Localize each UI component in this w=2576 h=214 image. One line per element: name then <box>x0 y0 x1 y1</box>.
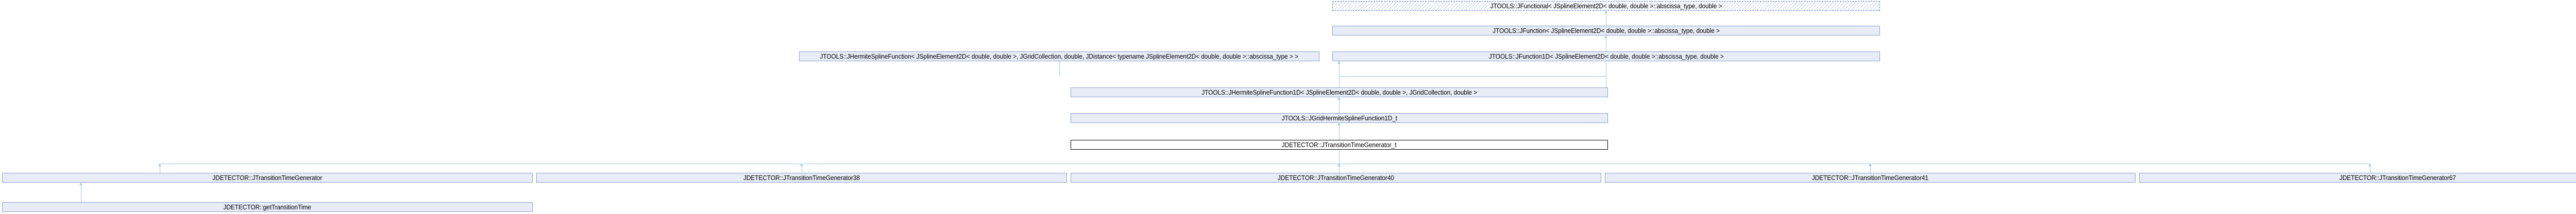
inheritance-arrow-icon <box>2368 164 2371 166</box>
inheritance-arrow-icon <box>1604 35 1607 38</box>
class-node-label: JDETECTOR::JTransitionTimeGenerator67 <box>2339 174 2456 182</box>
class-node-n5[interactable]: JTOOLS::JGridHermiteSplineFunction1D_t <box>1071 113 1608 123</box>
inheritance-arrow-icon <box>158 164 161 166</box>
class-node-n4[interactable]: JTOOLS::JHermiteSplineFunction1D< JSplin… <box>1071 87 1608 97</box>
class-node-n9[interactable]: JDETECTOR::JTransitionTimeGenerator40 <box>1071 173 1601 183</box>
class-node-n10[interactable]: JDETECTOR::JTransitionTimeGenerator41 <box>1605 173 2136 183</box>
class-node-label: JDETECTOR::JTransitionTimeGenerator_t <box>1282 141 1397 149</box>
inheritance-edge <box>1339 76 1606 77</box>
inheritance-arrow-icon <box>1337 123 1341 126</box>
class-node-label: JTOOLS::JHermiteSplineFunction1D< JSplin… <box>1201 88 1477 96</box>
inheritance-edge <box>1339 150 1340 164</box>
class-node-n11[interactable]: JDETECTOR::JTransitionTimeGenerator67 <box>2139 173 2576 183</box>
inheritance-arrow-icon <box>1604 11 1607 13</box>
class-node-label: JTOOLS::JFunction1D< JSplineElement2D< d… <box>1488 52 1724 60</box>
class-node-n3[interactable]: JTOOLS::JFunction1D< JSplineElement2D< d… <box>1332 51 1880 61</box>
inheritance-arrow-icon <box>1337 97 1341 100</box>
class-node-n6[interactable]: JDETECTOR::JTransitionTimeGenerator_t <box>1071 140 1608 150</box>
inheritance-arrow-icon <box>1337 164 1341 166</box>
class-node-label: JTOOLS::JHermiteSplineFunction< JSplineE… <box>820 52 1299 60</box>
class-node-n0[interactable]: JTOOLS::JFunctional< JSplineElement2D< d… <box>1332 1 1880 11</box>
inheritance-arrow-icon <box>79 183 82 185</box>
class-node-label: JDETECTOR::JTransitionTimeGenerator41 <box>1811 174 1929 182</box>
class-node-n2[interactable]: JTOOLS::JHermiteSplineFunction< JSplineE… <box>799 51 1319 61</box>
inheritance-edge <box>1870 164 1871 173</box>
class-node-label: JDETECTOR::JTransitionTimeGenerator <box>212 174 323 182</box>
class-node-label: JDETECTOR::JTransitionTimeGenerator38 <box>743 174 860 182</box>
class-node-label: JTOOLS::JFunctional< JSplineElement2D< d… <box>1490 2 1722 10</box>
inheritance-edge <box>1339 123 1340 140</box>
class-node-n1[interactable]: JTOOLS::JFunction< JSplineElement2D< dou… <box>1332 26 1880 35</box>
class-node-n13[interactable]: JDETECTOR::getTransitionTime <box>2 202 533 212</box>
inheritance-arrow-icon <box>800 164 803 166</box>
inheritance-arrow-icon <box>1869 164 1872 166</box>
class-node-label: JDETECTOR::JTransitionTimeGenerator40 <box>1277 174 1395 182</box>
inheritance-edge <box>1059 61 1060 76</box>
class-node-label: JDETECTOR::getTransitionTime <box>223 203 312 211</box>
inheritance-edge <box>1339 61 1340 87</box>
class-node-n7[interactable]: JDETECTOR::JTransitionTimeGenerator <box>2 173 533 183</box>
inheritance-arrow-icon <box>1337 61 1341 64</box>
class-node-label: JTOOLS::JGridHermiteSplineFunction1D_t <box>1281 114 1397 122</box>
class-node-n8[interactable]: JDETECTOR::JTransitionTimeGenerator38 <box>536 173 1067 183</box>
inheritance-edge <box>1339 97 1340 113</box>
class-node-label: JTOOLS::JFunction< JSplineElement2D< dou… <box>1493 27 1720 34</box>
inheritance-edge <box>1339 164 1340 173</box>
